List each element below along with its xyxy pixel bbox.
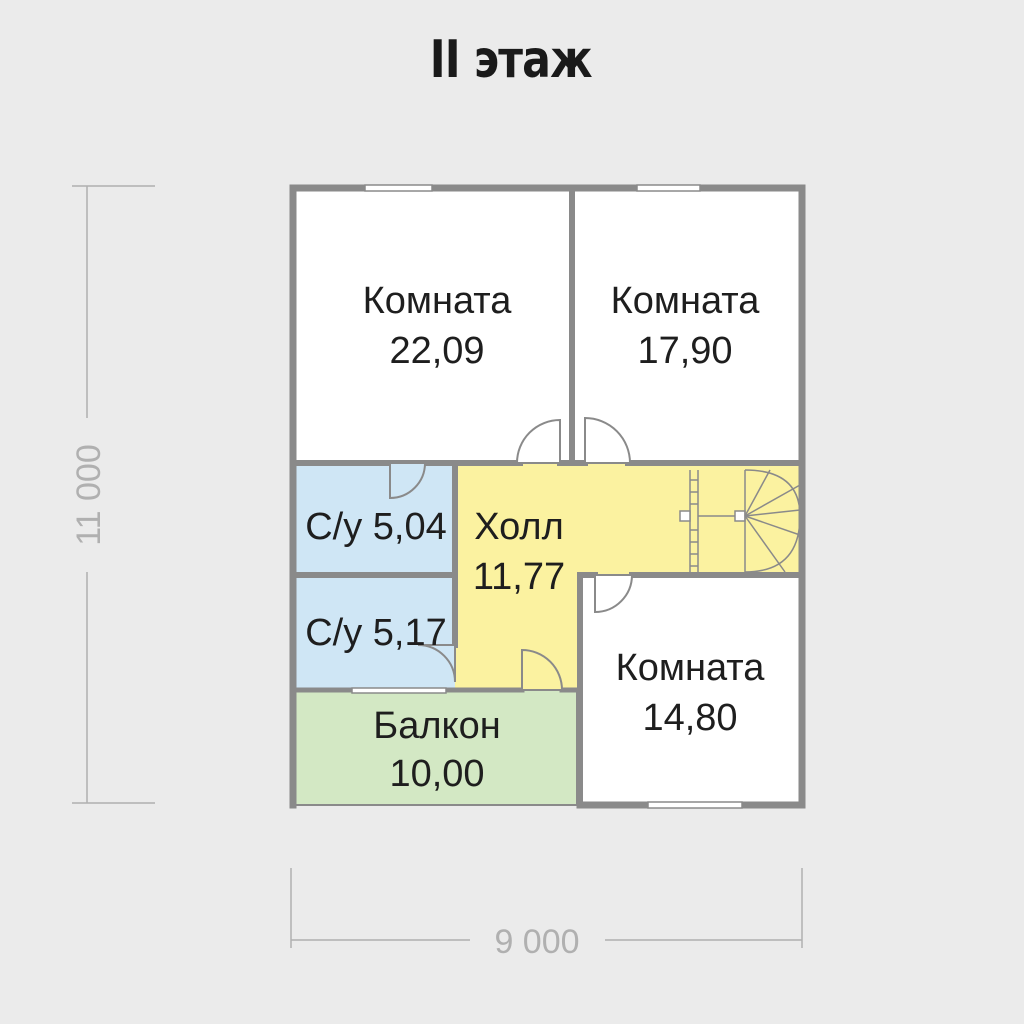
window-top-2 — [636, 184, 701, 192]
window-balcony-door — [351, 687, 447, 694]
doors — [389, 416, 634, 691]
hall-fill — [455, 463, 800, 690]
door-bath2 — [417, 644, 456, 683]
door-balcony — [521, 648, 564, 691]
room-3-fill — [580, 575, 800, 805]
bathroom-2-label: С/у 5,17 — [305, 612, 447, 654]
door-room1 — [515, 418, 561, 464]
bathroom-1-fill — [295, 463, 455, 575]
room-3-area: 14,80 — [642, 697, 737, 739]
room-1-fill — [295, 190, 572, 463]
room-3-name: Комната — [616, 647, 766, 689]
bathroom-2-fill — [295, 575, 455, 690]
window-top-1 — [364, 184, 433, 192]
floor-title: II этаж — [429, 30, 593, 90]
width-dimension: 9 000 — [494, 923, 579, 961]
dimension-lines — [72, 185, 803, 948]
hall-name: Холл — [474, 506, 564, 548]
height-dimension: 11 000 — [70, 444, 108, 545]
door-room3 — [594, 574, 634, 614]
door-room2 — [584, 416, 632, 464]
room-2-name: Комната — [611, 280, 761, 322]
room-labels: Комната 22,09 Комната 17,90 С/у 5,04 Хол… — [305, 280, 765, 795]
walls — [289, 184, 806, 809]
room-2-fill — [572, 190, 800, 463]
staircase — [679, 469, 801, 573]
room-2-area: 17,90 — [637, 330, 732, 372]
hall-area: 11,77 — [473, 556, 565, 598]
balcony-area: 10,00 — [389, 753, 484, 795]
balcony-name: Балкон — [373, 705, 500, 747]
room-fills — [295, 190, 800, 805]
window-bottom-room — [647, 801, 743, 809]
room-1-name: Комната — [363, 280, 513, 322]
room-1-area: 22,09 — [389, 330, 484, 372]
bathroom-1-label: С/у 5,04 — [305, 506, 447, 548]
door-bath1 — [389, 462, 427, 500]
balcony-fill — [295, 690, 580, 805]
